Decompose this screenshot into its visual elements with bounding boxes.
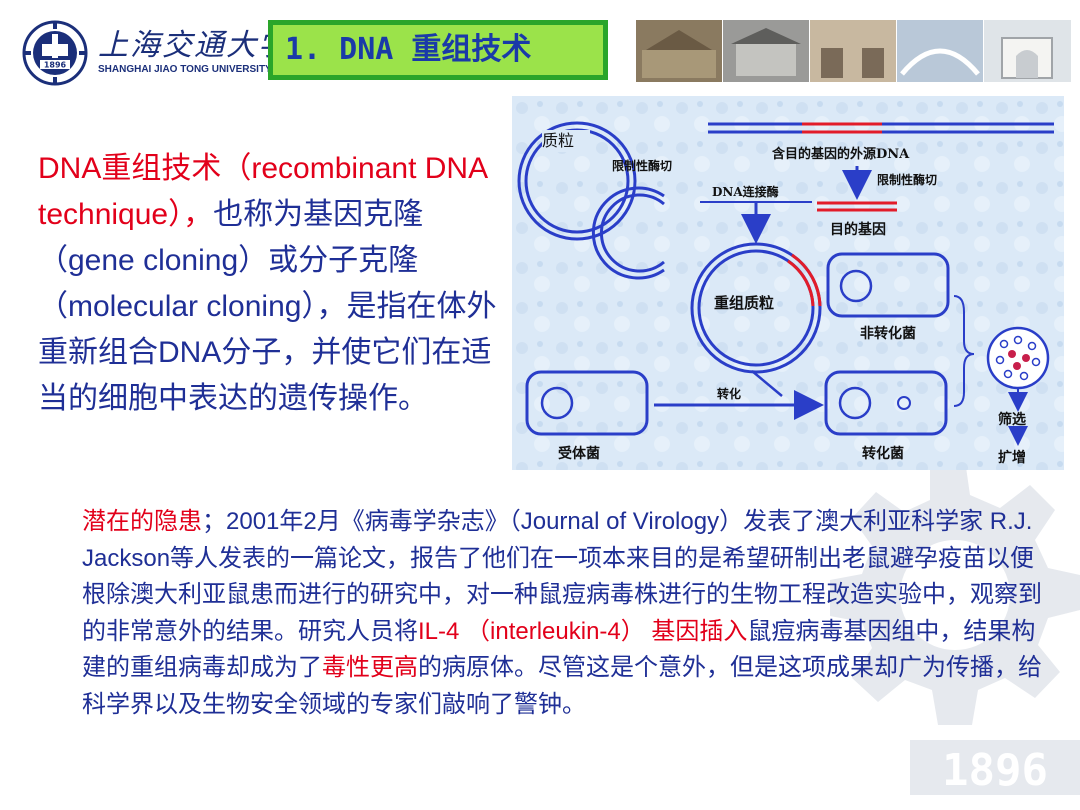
university-gear-watermark: 1896 xyxy=(830,460,1080,796)
label-transformation: 转化 xyxy=(717,386,741,401)
para-hazard-term: 潜在的隐患 xyxy=(82,508,202,535)
slide-title: 1. DNA 重组技术 xyxy=(273,25,603,75)
label-foreign-dna: 含目的基因的外源DNA xyxy=(771,146,910,162)
university-name-cn: 上海交通大学 xyxy=(98,28,290,63)
label-ligase: DNA连接酶 xyxy=(712,184,779,199)
campus-photo-strip xyxy=(636,20,1071,82)
intro-text: DNA重组技术（recombinant DNA technique），也称为基因… xyxy=(38,146,508,422)
label-recipient: 受体菌 xyxy=(558,445,600,462)
label-target-gene: 目的基因 xyxy=(830,221,886,238)
recombinant-dna-diagram: 质粒 限制性酶切 含目的基因的外源DNA 限制性酶切 目的基因 DNA连接酶 重… xyxy=(512,96,1064,470)
label-amplification: 扩增 xyxy=(998,449,1026,466)
label-restriction-2: 限制性酶切 xyxy=(877,172,937,187)
watermark-year: 1896 xyxy=(942,745,1048,796)
label-plasmid: 质粒 xyxy=(542,131,574,150)
label-non-transformed: 非转化菌 xyxy=(860,325,916,342)
diagram-background xyxy=(512,96,1064,470)
hazard-paragraph: 潜在的隐患；2001年2月《病毒学杂志》（Journal of Virology… xyxy=(82,504,1052,723)
intro-red-term: DNA重组技术（recombinant DNA technique）， xyxy=(38,152,487,231)
intro-definition: 也称为基因克隆（gene cloning）或分子克隆（molecular clo… xyxy=(38,198,497,415)
label-restriction-1: 限制性酶切 xyxy=(612,158,672,173)
label-recombinant-plasmid: 重组质粒 xyxy=(714,294,774,312)
para-il4-insert: IL-4 （interleukin-4） 基因插入 xyxy=(418,617,748,645)
para-higher-virulence: 毒性更高 xyxy=(322,654,418,681)
seal-year: 1896 xyxy=(44,61,67,70)
label-screening: 筛选 xyxy=(998,411,1026,428)
university-seal-icon: 1896 xyxy=(22,20,88,86)
university-name-en: SHANGHAI JIAO TONG UNIVERSITY xyxy=(98,64,272,75)
para-text-1: ；2001年2月《病毒学杂志》（Journal of Virology）发表了澳… xyxy=(82,508,1042,645)
para-text-3: 的病原体。尽管这是个意外，但是这项成果却广为传播，给科学界以及生物安全领域的专家… xyxy=(82,654,1042,718)
para-text-2: 鼠痘病毒基因组中，结果构建的重组病毒却成为了 xyxy=(82,617,1036,682)
slide-title-box: 1. DNA 重组技术 xyxy=(268,20,608,80)
label-transformed: 转化菌 xyxy=(862,445,904,462)
